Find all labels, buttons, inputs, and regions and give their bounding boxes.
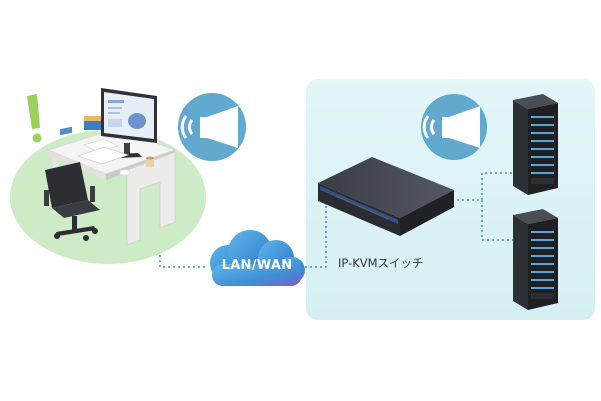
connector-cloud-to-switch [300,206,327,268]
server-rack-icon [513,209,558,310]
office-chair-icon [44,162,100,241]
connector-desk-to-cloud [159,240,207,268]
cloud-icon [210,230,305,286]
speaker-icon [421,94,487,160]
speaker-icon [178,93,246,161]
switch-label: IP-KVMスイッチ [338,256,424,270]
kvm-switch-device-icon [318,157,454,236]
connector-to-server-bottom [481,200,515,241]
network-label: LAN/WAN [221,258,293,273]
connector-to-server-top [481,172,515,200]
network-connectors [159,172,515,268]
server-rack-icon [513,94,558,195]
alert-exclamation-icon [27,94,42,143]
